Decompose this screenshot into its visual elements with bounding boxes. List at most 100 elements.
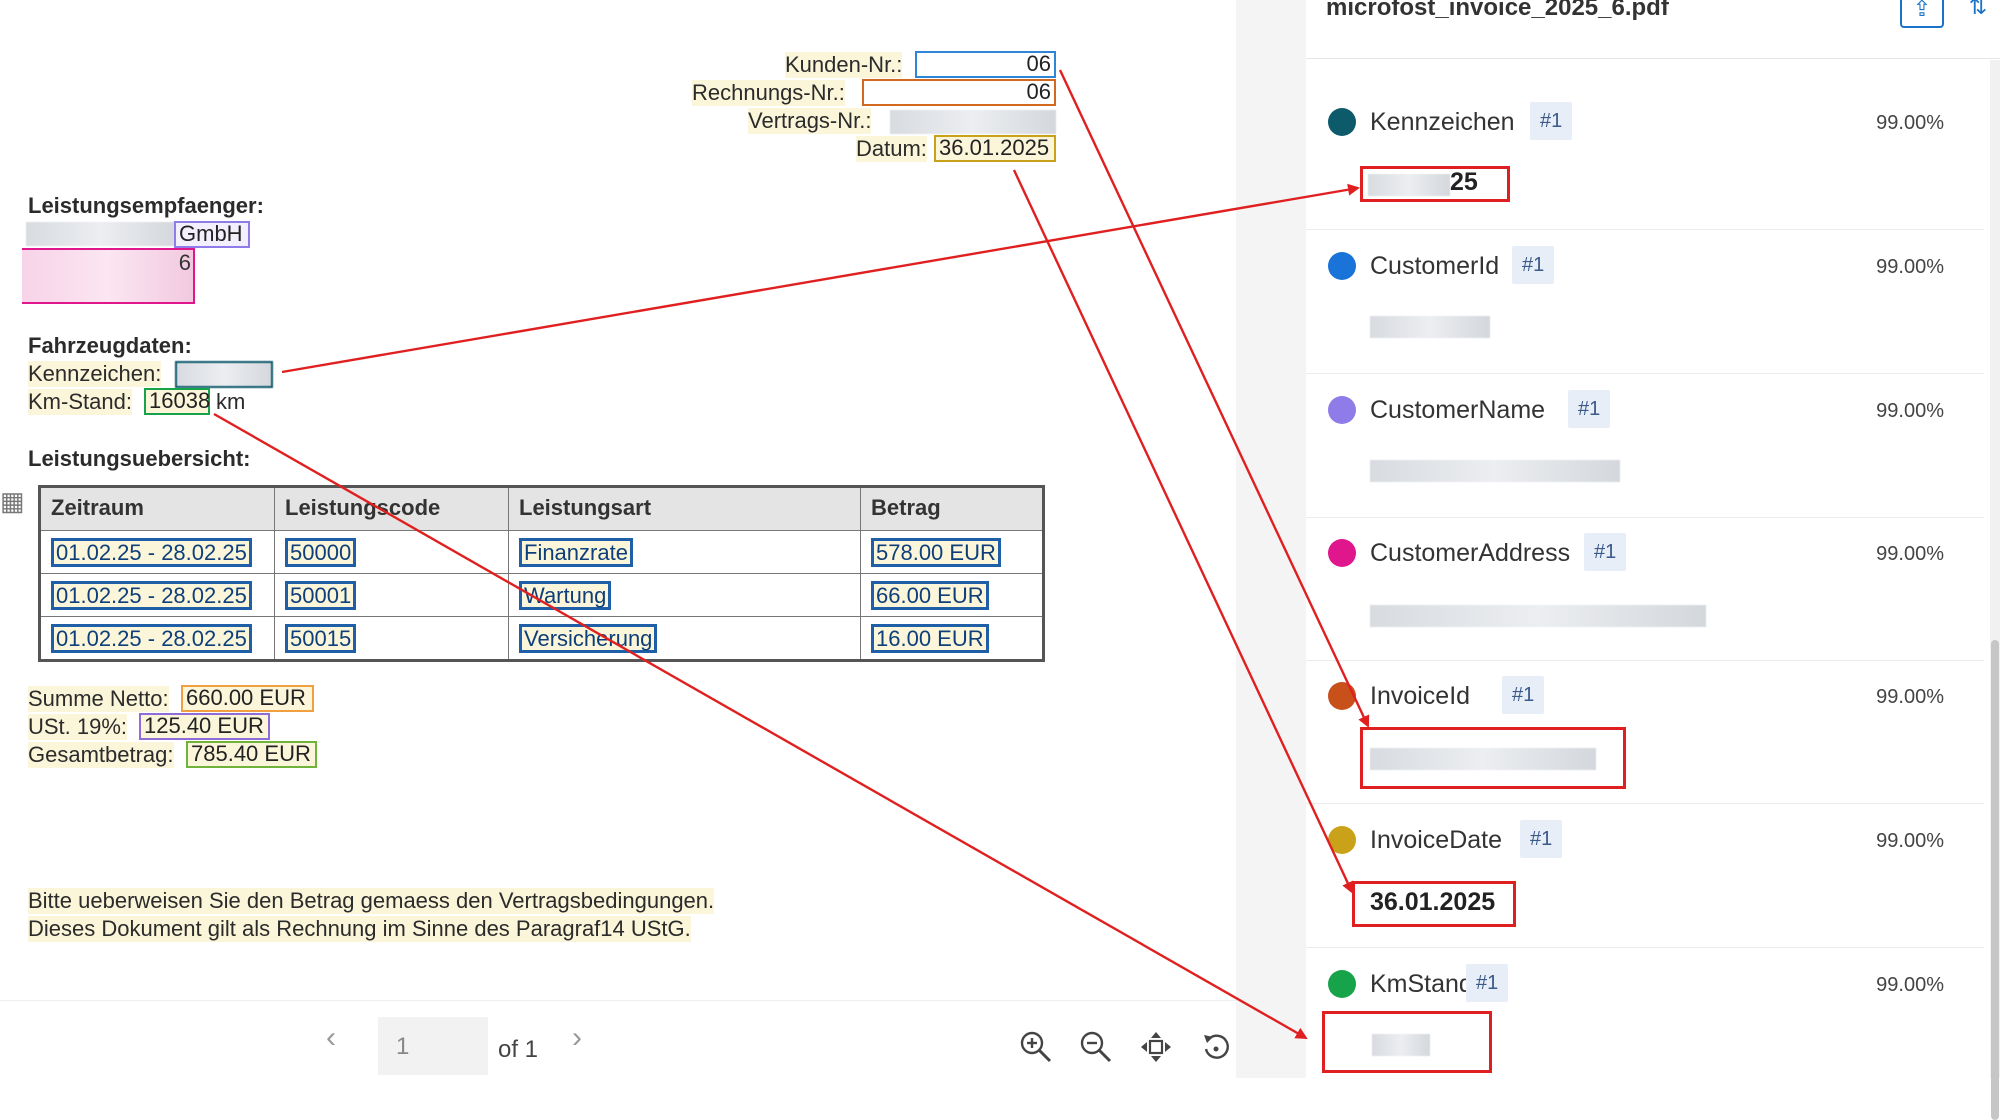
viewer-toolbar: ‹ 1 of 1 › (0, 1000, 1236, 1079)
field-item-kennzeichen[interactable]: Kennzeichen #1 99.00% 25 (1306, 86, 1984, 230)
table-header-row: Zeitraum Leistungscode Leistungsart Betr… (41, 488, 1042, 531)
date-label: Datum: (856, 136, 927, 162)
field-color-dot (1328, 826, 1356, 854)
value-redacted[interactable] (1370, 460, 1620, 482)
export-icon[interactable]: ⇪ (1900, 0, 1944, 28)
invoice-no-label: Rechnungs-Nr.: (692, 80, 845, 106)
sort-icon[interactable]: ⇅ (1968, 0, 1988, 19)
file-header: microfost_invoice_2025_6.pdf ⇪ ⇅ (1306, 0, 2000, 59)
plate-label: Kennzeichen: (28, 361, 162, 387)
vat-field[interactable]: 125.40 EUR (139, 713, 270, 740)
customer-no-tail: 06 (1026, 51, 1051, 76)
field-confidence: 99.00% (1876, 256, 1944, 278)
field-confidence: 99.00% (1876, 830, 1944, 852)
highlight-box (1352, 881, 1516, 927)
chevron-left-icon[interactable]: ‹ (326, 1021, 336, 1054)
field-badge: #1 (1568, 390, 1611, 428)
net-value: 660.00 EUR (186, 685, 306, 710)
extraction-results-panel: microfost_invoice_2025_6.pdf ⇪ ⇅ Kennzei… (1306, 0, 2000, 1120)
field-color-dot (1328, 396, 1356, 424)
recipient-address-field[interactable]: 6 (22, 248, 195, 304)
table-cell-amount[interactable]: 16.00 EUR (871, 624, 989, 653)
table-cell-amount[interactable]: 578.00 EUR (871, 538, 1001, 567)
recipient-name-field[interactable]: GmbH (174, 221, 250, 248)
table-cell-period[interactable]: 01.02.25 - 28.02.25 (51, 581, 252, 610)
field-color-dot (1328, 970, 1356, 998)
field-name: CustomerAddress (1370, 539, 1571, 567)
field-item-customerid[interactable]: CustomerId #1 99.00% (1306, 230, 1984, 374)
km-field[interactable]: 16038 (144, 388, 210, 415)
recipient-name-redacted (26, 222, 176, 246)
gross-field[interactable]: 785.40 EUR (186, 741, 317, 768)
km-label: Km-Stand: (28, 389, 132, 415)
zoom-out-icon[interactable] (1078, 1029, 1114, 1065)
value-redacted[interactable] (1370, 316, 1490, 338)
plate-field[interactable] (175, 361, 273, 388)
field-name: CustomerName (1370, 396, 1546, 424)
field-confidence: 99.00% (1876, 112, 1944, 134)
recipient-heading: Leistungsempfaenger: (28, 193, 264, 218)
zoom-in-icon[interactable] (1018, 1029, 1054, 1065)
fit-page-icon[interactable] (1138, 1029, 1174, 1065)
field-value[interactable]: 25 (1450, 168, 1478, 196)
table-cell-type[interactable]: Finanzrate (519, 538, 633, 567)
column-header-leistungscode: Leistungscode (275, 488, 509, 530)
field-item-customeraddress[interactable]: CustomerAddress #1 99.00% (1306, 517, 1984, 661)
invoice-no-tail: 06 (1026, 79, 1051, 104)
table-cell-code[interactable]: 50000 (285, 538, 357, 567)
column-header-betrag: Betrag (861, 488, 1042, 530)
field-color-dot (1328, 682, 1356, 710)
field-color-dot (1328, 539, 1356, 567)
field-item-invoicedate[interactable]: InvoiceDate #1 99.00% 36.01.2025 (1306, 804, 1984, 948)
document-viewer: Kunden-Nr.: 06 Rechnungs-Nr.: 06 Vertrag… (0, 51, 1236, 1079)
field-name: InvoiceDate (1370, 826, 1503, 854)
customer-no-field[interactable]: 06 (915, 51, 1056, 78)
field-badge: #1 (1466, 964, 1509, 1002)
page-number-input[interactable]: 1 (378, 1017, 488, 1075)
value-redacted[interactable] (1370, 748, 1596, 770)
gross-label: Gesamtbetrag: (28, 742, 174, 768)
value-redacted[interactable] (1370, 605, 1706, 627)
field-color-dot (1328, 252, 1356, 280)
file-name: microfost_invoice_2025_6.pdf (1326, 0, 1669, 21)
table-icon[interactable]: ▦ (0, 486, 25, 516)
customer-no-label: Kunden-Nr.: (785, 52, 903, 78)
field-item-kmstand[interactable]: KmStand #1 99.00% (1306, 948, 1984, 1091)
rotate-icon[interactable] (1198, 1029, 1234, 1065)
scrollbar[interactable] (1990, 60, 2000, 1120)
table-cell-period[interactable]: 01.02.25 - 28.02.25 (51, 624, 252, 653)
field-confidence: 99.00% (1876, 686, 1944, 708)
table-cell-type[interactable]: Wartung (519, 581, 612, 610)
field-item-invoiceid[interactable]: InvoiceId #1 99.00% (1306, 660, 1984, 804)
table-row: 01.02.25 - 28.02.25 50000 Finanzrate 578… (41, 531, 1042, 574)
table-cell-type[interactable]: Versicherung (519, 624, 658, 653)
table-cell-amount[interactable]: 66.00 EUR (871, 581, 989, 610)
invoice-no-field[interactable]: 06 (862, 79, 1056, 106)
table-cell-period[interactable]: 01.02.25 - 28.02.25 (51, 538, 252, 567)
recipient-company-suffix: GmbH (179, 221, 243, 246)
table-row: 01.02.25 - 28.02.25 50015 Versicherung 1… (41, 617, 1042, 659)
km-unit: km (216, 389, 246, 414)
column-header-zeitraum: Zeitraum (41, 488, 275, 530)
highlight-box (1322, 1011, 1492, 1073)
contract-no-label: Vertrags-Nr.: (748, 108, 872, 134)
field-confidence: 99.00% (1876, 543, 1944, 565)
footer-line-1: Bitte ueberweisen Sie den Betrag gemaess… (28, 888, 715, 914)
value-redacted[interactable] (1372, 1034, 1430, 1056)
field-color-dot (1328, 108, 1356, 136)
field-item-customername[interactable]: CustomerName #1 99.00% (1306, 374, 1984, 518)
gross-value: 785.40 EUR (191, 741, 311, 766)
pane-divider[interactable] (1236, 0, 1306, 1078)
km-value: 16038 (149, 388, 211, 413)
column-header-leistungsart: Leistungsart (509, 488, 861, 530)
chevron-right-icon[interactable]: › (572, 1021, 582, 1054)
table-cell-code[interactable]: 50001 (285, 581, 357, 610)
net-label: Summe Netto: (28, 686, 169, 712)
date-field[interactable]: 36.01.2025 (934, 135, 1056, 162)
field-name: CustomerId (1370, 252, 1500, 280)
field-badge: #1 (1520, 820, 1563, 858)
field-value[interactable]: 36.01.2025 (1370, 888, 1496, 916)
net-field[interactable]: 660.00 EUR (181, 685, 314, 712)
scrollbar-thumb[interactable] (1991, 640, 1999, 1120)
table-cell-code[interactable]: 50015 (285, 624, 357, 653)
